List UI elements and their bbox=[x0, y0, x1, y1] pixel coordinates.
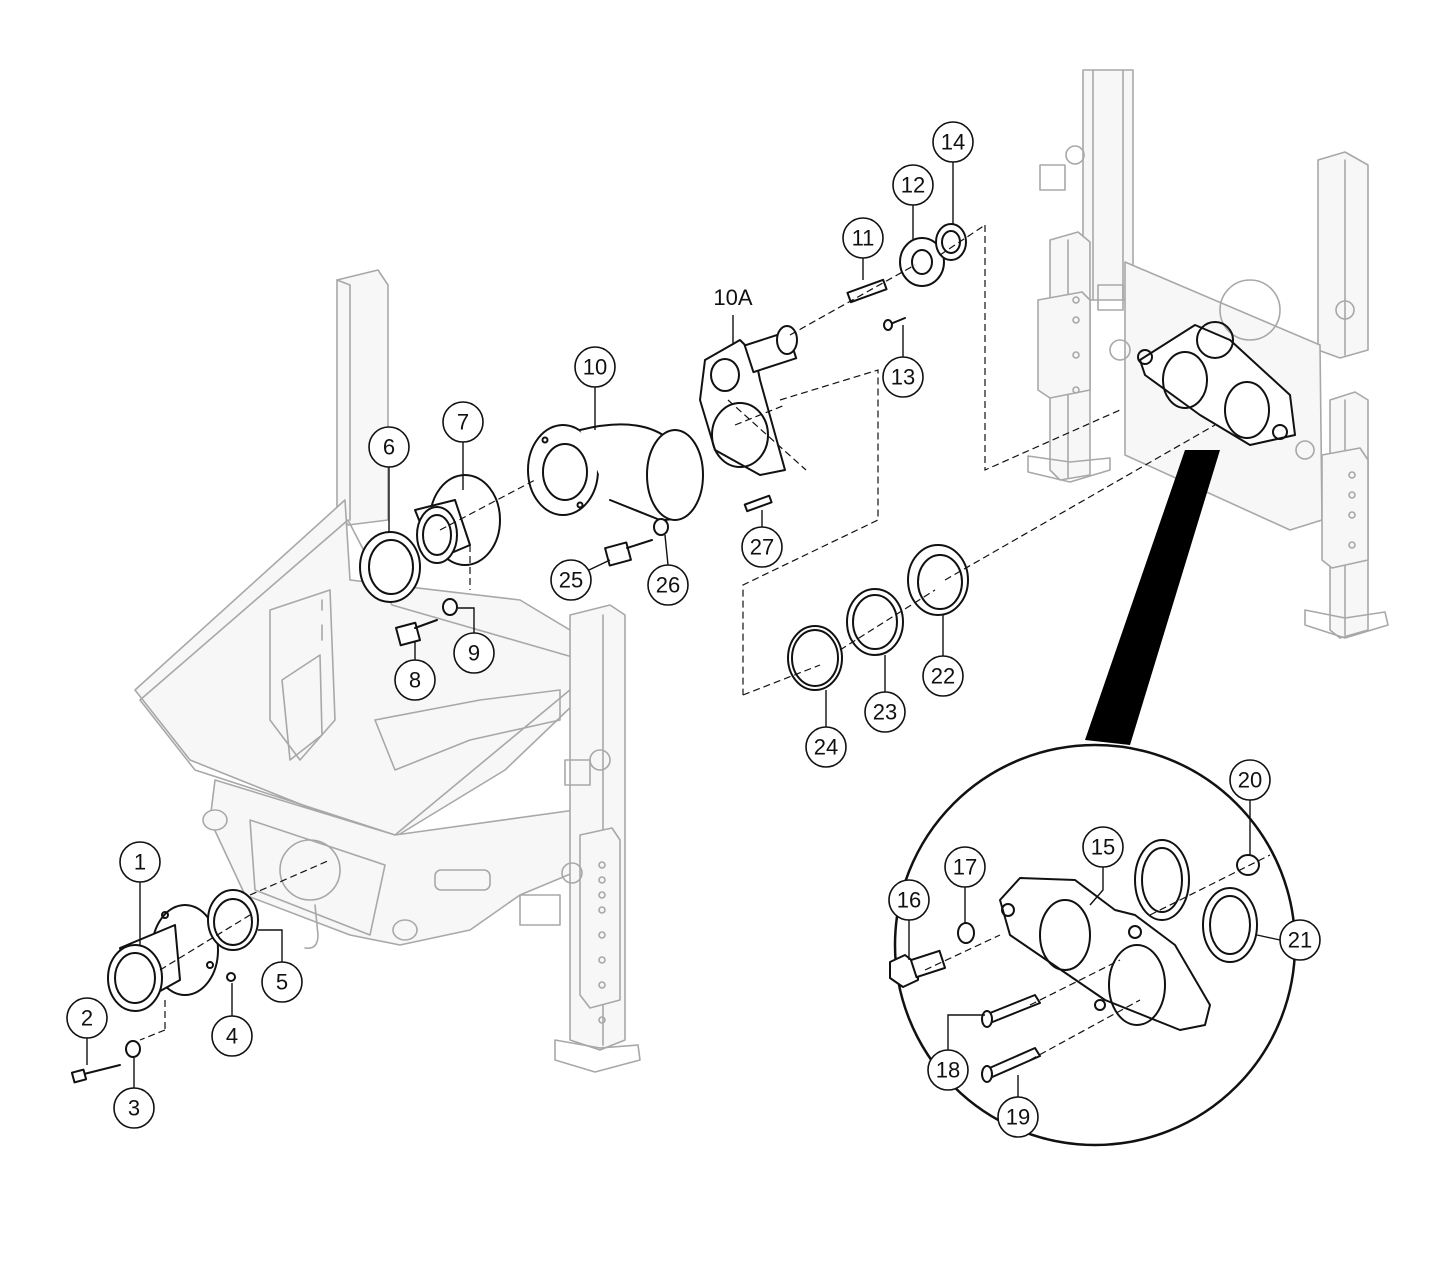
part-13-screw bbox=[883, 317, 906, 331]
leader-lines bbox=[86, 162, 1281, 1097]
callout-8: 8 bbox=[394, 659, 436, 701]
svg-text:11: 11 bbox=[852, 226, 875, 251]
callout-25: 25 bbox=[550, 559, 592, 601]
svg-text:25: 25 bbox=[559, 568, 583, 593]
svg-text:19: 19 bbox=[1006, 1105, 1030, 1130]
callout-6: 6 bbox=[368, 426, 410, 468]
svg-text:10: 10 bbox=[583, 355, 607, 380]
callout-9: 9 bbox=[453, 632, 495, 674]
svg-text:12: 12 bbox=[901, 173, 925, 198]
svg-text:15: 15 bbox=[1091, 835, 1115, 860]
part-11-stud bbox=[846, 278, 888, 304]
callout-17: 17 bbox=[944, 846, 986, 888]
svg-text:8: 8 bbox=[409, 668, 421, 693]
part-9-washer bbox=[442, 598, 458, 616]
part-3-washer bbox=[125, 1040, 141, 1058]
svg-text:27: 27 bbox=[750, 535, 774, 560]
svg-text:17: 17 bbox=[953, 855, 977, 880]
callout-1: 1 bbox=[119, 841, 161, 883]
part-25-bolt bbox=[604, 539, 653, 567]
callout-14: 14 bbox=[932, 121, 974, 163]
part-2-bolt bbox=[70, 1064, 121, 1084]
svg-text:20: 20 bbox=[1238, 768, 1262, 793]
callout-2: 2 bbox=[66, 997, 108, 1039]
callout-5: 5 bbox=[261, 961, 303, 1003]
callout-27: 27 bbox=[741, 526, 783, 568]
callout-20: 20 bbox=[1229, 759, 1271, 801]
part-24-ring bbox=[787, 625, 843, 691]
part-7-sleeve bbox=[414, 474, 501, 566]
callout-21: 21 bbox=[1279, 919, 1321, 961]
svg-text:23: 23 bbox=[873, 700, 897, 725]
svg-text:6: 6 bbox=[383, 435, 395, 460]
svg-text:24: 24 bbox=[814, 735, 838, 760]
assembly-centerlines bbox=[139, 224, 1271, 1061]
callout-7: 7 bbox=[442, 401, 484, 443]
svg-text:2: 2 bbox=[81, 1006, 93, 1031]
part-10a-gearbox-plate bbox=[699, 325, 798, 476]
svg-text:13: 13 bbox=[891, 365, 915, 390]
callout-12: 12 bbox=[892, 164, 934, 206]
callout-26: 26 bbox=[647, 564, 689, 606]
part-5-seal-ring bbox=[207, 889, 259, 951]
label-10a: 10A bbox=[713, 285, 752, 310]
callout-11: 11 bbox=[842, 217, 884, 259]
svg-text:5: 5 bbox=[276, 970, 288, 995]
part-22-seal bbox=[907, 544, 969, 616]
svg-text:22: 22 bbox=[931, 664, 955, 689]
part-26-washer bbox=[653, 518, 669, 536]
part-27-pin bbox=[743, 494, 773, 513]
svg-text:7: 7 bbox=[457, 410, 469, 435]
callout-15: 15 bbox=[1082, 826, 1124, 868]
part-6-flange-ring bbox=[359, 531, 421, 603]
frame-adapter-plate bbox=[1137, 321, 1296, 446]
svg-text:1: 1 bbox=[134, 850, 146, 875]
callout-24: 24 bbox=[805, 726, 847, 768]
svg-text:4: 4 bbox=[226, 1024, 238, 1049]
part-8-bolt bbox=[395, 619, 438, 647]
part-1-flange-bearing bbox=[107, 904, 219, 1012]
svg-text:18: 18 bbox=[936, 1058, 960, 1083]
hopper-assembly bbox=[134, 269, 641, 1073]
svg-text:14: 14 bbox=[941, 130, 965, 155]
callout-18: 18 bbox=[927, 1049, 969, 1091]
callout-3: 3 bbox=[113, 1087, 155, 1129]
callout-13: 13 bbox=[882, 356, 924, 398]
part-14-ring bbox=[935, 223, 967, 261]
svg-text:9: 9 bbox=[468, 641, 480, 666]
svg-text:16: 16 bbox=[897, 888, 921, 913]
svg-text:3: 3 bbox=[128, 1096, 140, 1121]
part-4-screw bbox=[226, 972, 236, 982]
part-12-flange bbox=[899, 237, 945, 287]
callout-23: 23 bbox=[864, 691, 906, 733]
part-23-ring bbox=[846, 588, 904, 656]
part-10-elbow-housing bbox=[527, 423, 704, 521]
svg-text:26: 26 bbox=[656, 573, 680, 598]
callout-4: 4 bbox=[211, 1015, 253, 1057]
callout-16: 16 bbox=[888, 879, 930, 921]
callout-19: 19 bbox=[997, 1096, 1039, 1138]
svg-text:21: 21 bbox=[1288, 928, 1312, 953]
detail-view bbox=[889, 450, 1297, 1147]
callout-10: 10 bbox=[574, 346, 616, 388]
callout-22: 22 bbox=[922, 655, 964, 697]
